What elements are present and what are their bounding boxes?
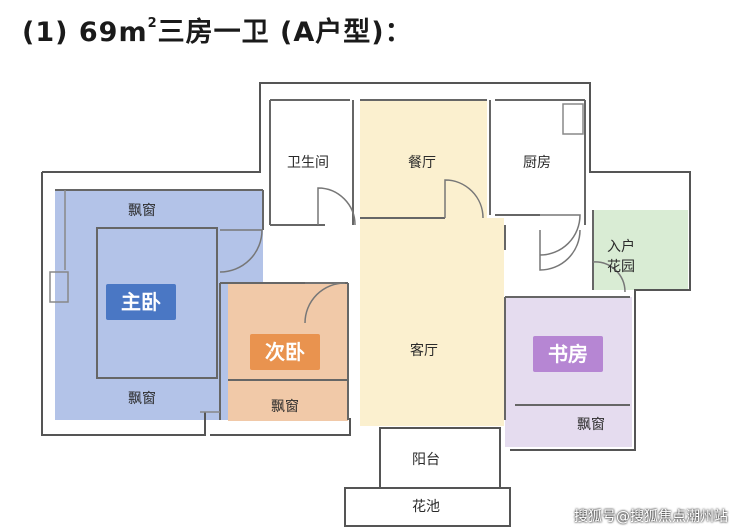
door-second: [304, 282, 346, 324]
label-bay-window-master-bottom: 飘窗: [128, 391, 156, 407]
tag-master-bedroom: 主卧: [106, 284, 176, 320]
label-bay-window-master-top: 飘窗: [128, 203, 156, 219]
page-title: (1) 69m2三房一卫 (A户型)：: [22, 16, 413, 48]
label-bay-window-second: 飘窗: [271, 399, 299, 415]
label-dining: 餐厅: [408, 155, 436, 171]
dining-area: [360, 100, 487, 218]
entry-garden-area: [593, 210, 688, 290]
planter-wall: [344, 487, 511, 527]
label-bathroom: 卫生间: [287, 155, 329, 171]
outer-wall: [42, 82, 691, 451]
door-bathroom: [317, 187, 356, 226]
label-living-room: 客厅: [410, 343, 438, 359]
living-area: [360, 218, 504, 426]
door-garden: [539, 229, 581, 271]
label-kitchen: 厨房: [523, 155, 551, 171]
label-planter: 花池: [412, 499, 440, 515]
label-entry-garden-1: 入户: [607, 239, 635, 255]
door-dining-kitchen: [444, 179, 484, 219]
tag-study: 书房: [533, 336, 603, 372]
watermark: 搜狐号@搜狐焦点潮州站: [574, 509, 728, 525]
label-balcony: 阳台: [412, 452, 440, 468]
balcony-wall: [379, 427, 501, 489]
door-kitchen: [539, 214, 581, 256]
door-master: [219, 229, 263, 273]
door-study: [592, 261, 626, 293]
study-area: [505, 297, 632, 447]
label-bay-window-study: 飘窗: [577, 417, 605, 433]
kitchen-sink: [562, 103, 584, 135]
label-entry-garden-2: 花园: [607, 259, 635, 275]
tag-second-bedroom: 次卧: [250, 334, 320, 370]
